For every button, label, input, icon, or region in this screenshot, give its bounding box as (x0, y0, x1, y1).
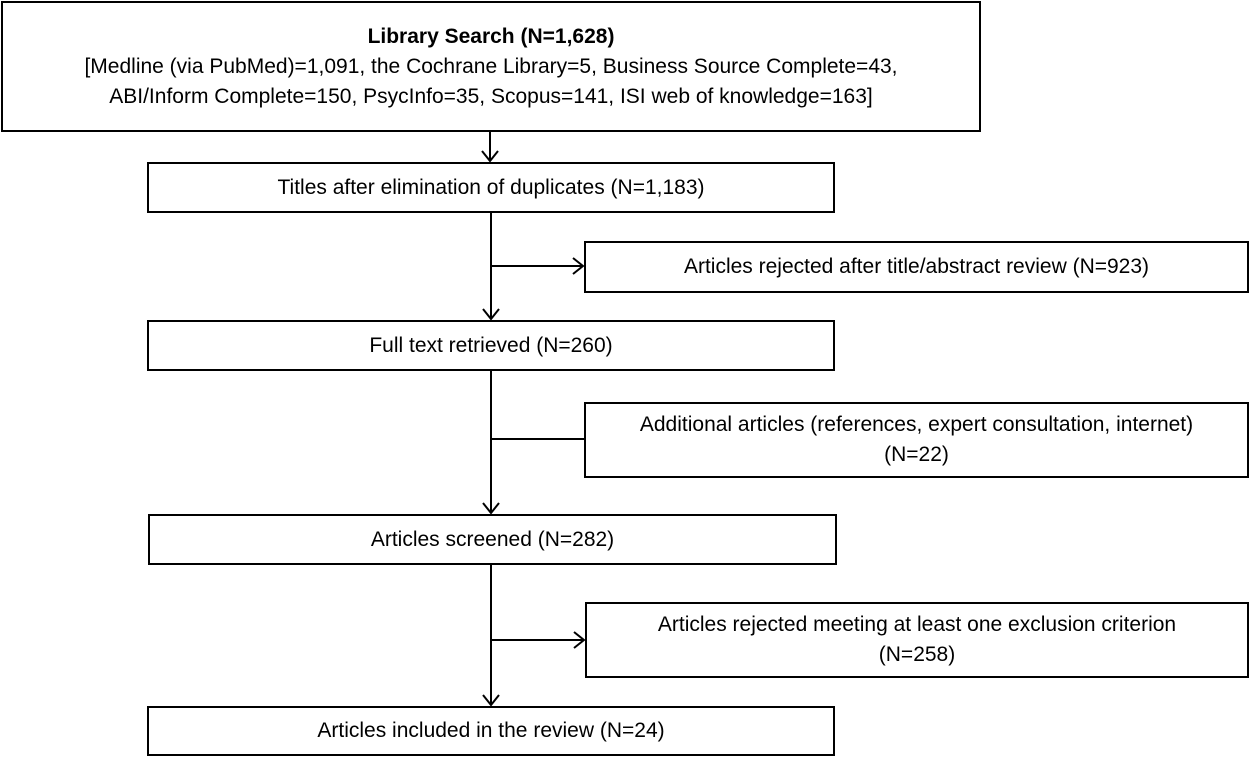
full-text-retrieved-text: Full text retrieved (N=260) (369, 333, 613, 357)
additional-articles-line-1: Additional articles (references, expert … (639, 413, 1194, 436)
rejected-exclusion-line-2: (N=258) (878, 643, 956, 666)
rejected-title-abstract-text: Articles rejected after title/abstract r… (683, 255, 1150, 278)
library-search-title: Library Search (N=1,628) (367, 24, 615, 48)
articles-screened-text: Articles screened (N=282) (370, 527, 615, 551)
articles-included-text: Articles included in the review (N=24) (317, 719, 665, 742)
titles-after-dedup-text: Titles after elimination of duplicates (… (277, 175, 705, 199)
titles-after-dedup-box: Titles after elimination of duplicates (… (147, 162, 835, 213)
rejected-exclusion-box: Articles rejected meeting at least one e… (585, 602, 1249, 678)
articles-included-box: Articles included in the review (N=24) (147, 706, 835, 756)
additional-articles-line-2: (N=22) (884, 443, 949, 466)
rejected-title-abstract-box: Articles rejected after title/abstract r… (584, 241, 1249, 293)
library-search-databases-line-1: [Medline (via PubMed)=1,091, the Cochran… (84, 54, 898, 78)
rejected-exclusion-line-1: Articles rejected meeting at least one e… (657, 613, 1177, 636)
library-search-databases-line-2: ABI/Inform Complete=150, PsycInfo=35, Sc… (109, 84, 873, 108)
additional-articles-box: Additional articles (references, expert … (584, 402, 1249, 478)
library-search-box: Library Search (N=1,628) [Medline (via P… (1, 1, 981, 132)
articles-screened-box: Articles screened (N=282) (148, 514, 837, 565)
full-text-retrieved-box: Full text retrieved (N=260) (147, 320, 835, 371)
